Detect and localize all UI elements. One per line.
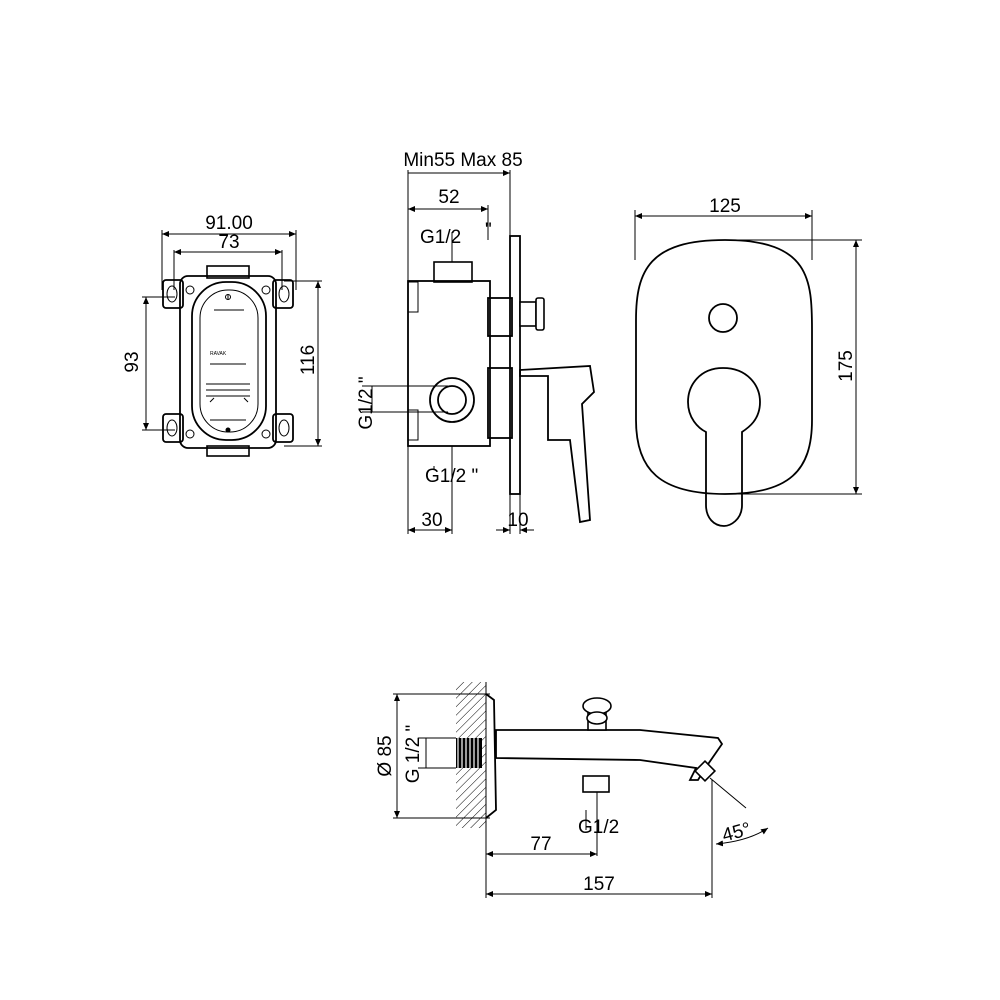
mounting-tab-br [261, 413, 294, 443]
depth-range-label: Min55 Max 85 [403, 150, 522, 171]
angle-label: 45° [720, 819, 753, 847]
mounting-tab-bl [162, 413, 195, 443]
brand-label: RAVAK [210, 351, 227, 357]
offset-bottom-label: 30 [421, 510, 442, 531]
front-view: 125 175 [634, 196, 862, 527]
top-thread-mark: " [485, 220, 492, 241]
offset-label: 77 [530, 834, 551, 855]
spout-view: Ø 85 G 1/2 " G1/2 77 157 45° [375, 682, 769, 898]
height-inner-label: 93 [122, 351, 143, 372]
length-label: 157 [583, 874, 615, 895]
width-inner-label: 73 [218, 232, 239, 253]
angle-arc [715, 827, 769, 847]
left-thread-label: G1/2 " [356, 376, 377, 429]
inlet-thread-label: G 1/2 " [403, 725, 424, 784]
mounting-tab-tr [261, 279, 294, 309]
mounting-tab-tl [162, 279, 195, 309]
side-view: Min55 Max 85 52 G1/2 " G1/2 " [356, 150, 595, 534]
lever-handle [687, 367, 761, 527]
top-thread-label: G1/2 [420, 227, 461, 248]
plate-width-label: 125 [709, 196, 741, 217]
plate-height-label: 175 [836, 350, 857, 382]
depth-label: 52 [438, 187, 459, 208]
outlet-thread-label: G1/2 [578, 817, 619, 838]
mounting-box-view: 91.00 73 93 116 [122, 213, 322, 457]
cover-plate-outline [635, 239, 813, 495]
height-outer-label: 116 [298, 345, 319, 375]
diameter-label: Ø 85 [375, 735, 396, 776]
diverter-knob [708, 303, 738, 333]
plate-thickness-label: 10 [507, 510, 528, 531]
width-outer-label: 91.00 [205, 213, 253, 234]
spout-body [495, 729, 724, 781]
